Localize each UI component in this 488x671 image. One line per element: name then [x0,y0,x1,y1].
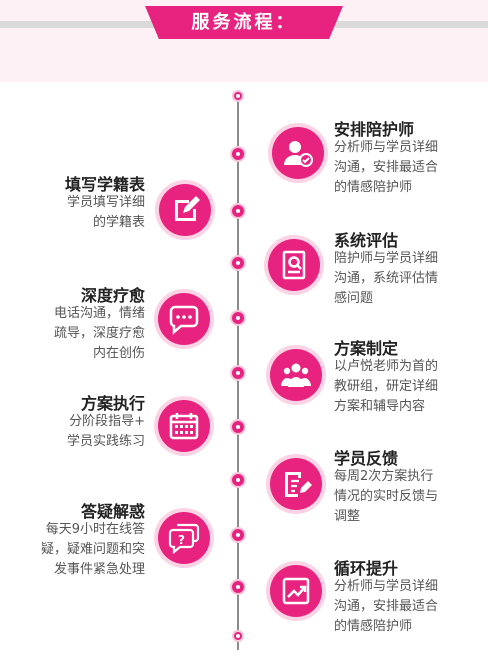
step-title-execute: 方案执行 [80,394,145,413]
timeline-end-dot [232,630,244,642]
step-title-loop: 循环提升 [334,559,399,578]
edit-form-icon [159,184,211,236]
svg-text:?: ? [178,533,185,547]
timeline-dot [230,365,246,381]
step-desc-qa: 每天9小时在线答疑，疑难问题和突发事件紧急处理 [40,522,145,577]
step-desc-form: 学员填写详细的学籍表 [66,195,145,230]
step-title-assess: 系统评估 [334,231,399,250]
question-chat-icon: ? [158,512,210,564]
timeline-dot [230,472,246,488]
timeline-dot [230,146,246,162]
step-desc-execute: 分阶段指导+学员实践练习 [66,414,145,449]
timeline-dot [230,419,246,435]
chat-bubble-icon [158,293,210,345]
step-desc-feedback: 每周2次方案执行情况的实时反馈与调整 [334,469,439,524]
calendar-icon [158,400,210,452]
timeline-dot [230,255,246,271]
user-check-icon [272,127,324,179]
step-title-feedback: 学员反馈 [334,449,399,468]
step-title-plan: 方案制定 [334,339,399,358]
step-desc-arrange: 分析师与学员详细沟通，安排最适合的情感陪护师 [334,140,439,195]
timeline-dot [230,203,246,219]
edit-document-icon [270,458,322,510]
step-title-arrange: 安排陪护师 [334,120,415,139]
step-title-form: 填写学籍表 [64,175,145,194]
timeline-dot [230,527,246,543]
team-icon [270,349,322,401]
timeline-start-dot [232,90,244,102]
trend-up-icon [270,565,322,617]
step-desc-heal: 电话沟通，情绪疏导，深度疗愈内在创伤 [53,306,145,361]
step-desc-plan: 以卢悦老师为首的教研组，研定详细方案和辅导内容 [334,359,439,414]
search-document-icon [268,239,320,291]
title-tab [145,6,343,39]
step-title-qa: 答疑解惑 [80,502,145,521]
timeline-dot [230,579,246,595]
timeline-dot [230,310,246,326]
page-title: 服务流程： [191,12,297,33]
step-desc-assess: 陪护师与学员详细沟通，系统评估情感问题 [334,251,439,306]
step-title-heal: 深度疗愈 [80,286,145,305]
step-desc-loop: 分析师与学员详细沟通，安排最适合的情感陪护师 [334,579,439,634]
